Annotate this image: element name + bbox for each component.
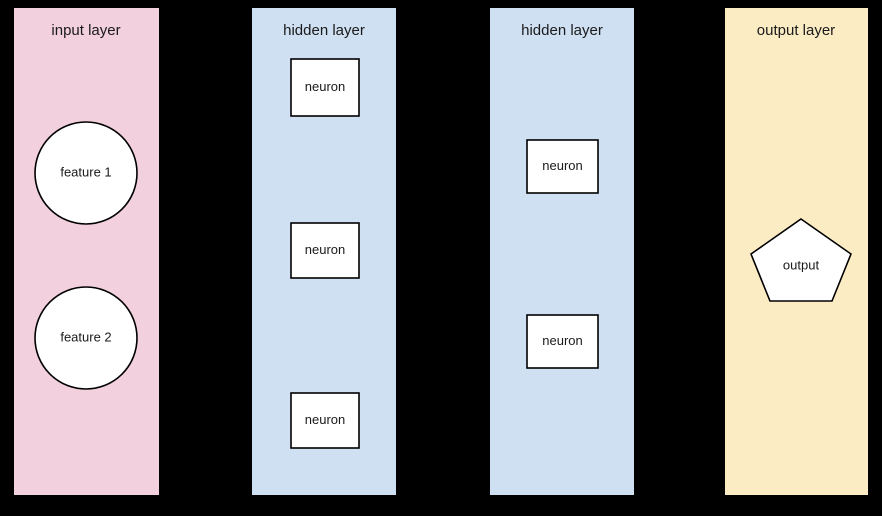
layer-titles: input layer hidden layer hidden layer outpu… [51, 22, 835, 39]
node-shape-rect [290, 58, 360, 117]
node-label: neuron [305, 79, 345, 94]
node-shape-circle [34, 286, 138, 390]
connection-edges [137, 88, 748, 420]
node-shape-rect [290, 222, 360, 279]
layer-title-hidden-1: hidden layer [283, 22, 365, 39]
layer-title-hidden-2: hidden layer [521, 22, 603, 39]
node-shape-pentagon [750, 218, 852, 302]
node-label: output [783, 257, 820, 272]
node-label: neuron [542, 333, 582, 348]
layer-panel-hidden-2 [490, 8, 634, 495]
node-label: neuron [542, 158, 582, 173]
node-shape-rect [526, 314, 599, 369]
node-shape-rect [290, 392, 360, 449]
node-hidden-1-1[interactable]: neuron [290, 222, 360, 279]
node-input-1[interactable]: feature 2 [34, 286, 138, 390]
node-label: neuron [305, 412, 345, 427]
node-label: feature 1 [60, 164, 111, 179]
node-output-0[interactable]: output [750, 218, 852, 302]
layer-title-input: input layer [51, 22, 120, 39]
node-shape-rect [526, 139, 599, 194]
node-hidden-1-2[interactable]: neuron [290, 392, 360, 449]
node-hidden-2-0[interactable]: neuron [526, 139, 599, 194]
layer-title-output: output layer [757, 22, 835, 39]
node-hidden-1-0[interactable]: neuron [290, 58, 360, 117]
node-label: feature 2 [60, 329, 111, 344]
layer-panel-input [14, 8, 159, 495]
node-shape-circle [34, 121, 138, 225]
layer-panels [14, 8, 868, 495]
node-hidden-2-1[interactable]: neuron [526, 314, 599, 369]
node-input-0[interactable]: feature 1 [34, 121, 138, 225]
layer-nodes: feature 1 feature 2 neuron neuron neuron neur… [34, 58, 852, 449]
node-label: neuron [305, 242, 345, 257]
